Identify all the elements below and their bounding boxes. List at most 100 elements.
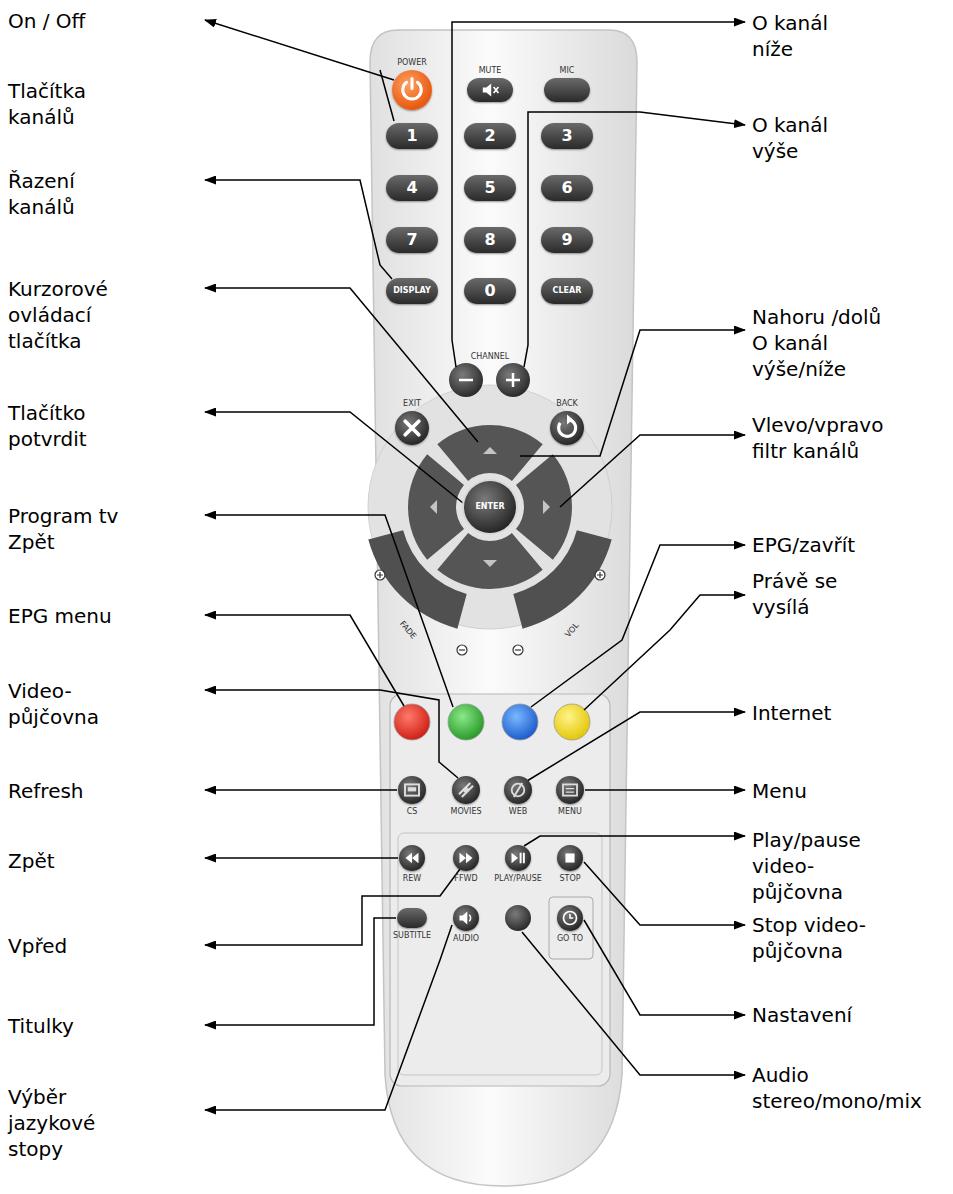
channel-minus-button: [449, 363, 483, 397]
button-text: CLEAR: [553, 287, 582, 295]
dpad-arrow: [543, 500, 550, 514]
dpad-arrow: [430, 500, 437, 514]
remote-button: MUTE: [467, 78, 513, 102]
remote-button: 0: [464, 278, 516, 304]
fade-rocker: [368, 530, 466, 628]
button-text: 9: [561, 232, 572, 248]
leader-line: [584, 920, 745, 1015]
icon-part: [408, 787, 416, 791]
remote-button: CS: [398, 776, 426, 804]
remote-button: PLAY/PAUSE: [505, 845, 531, 871]
callout-label: Audio stereo/mono/mix: [752, 1062, 892, 1114]
plus-symbol: [375, 570, 385, 580]
icon-part: [521, 853, 524, 863]
dpad-left: [408, 454, 464, 559]
remote-button: 9: [541, 227, 593, 253]
icon-part: [405, 784, 419, 795]
callout-label: Řazení kanálů: [8, 168, 133, 220]
button-panel: [390, 694, 610, 1086]
remote-button: STOP: [557, 845, 583, 871]
callout-label: Video-půjčovna: [8, 678, 133, 730]
leader-lines: [205, 20, 745, 1110]
button-caption: STOP: [559, 874, 580, 883]
icon-part: [410, 78, 413, 88]
button-icon: [395, 411, 429, 445]
minus-icon: [459, 379, 473, 382]
button-caption: MOVIES: [450, 807, 481, 816]
leader-line: [205, 180, 392, 279]
dpad-arrow: [483, 447, 497, 454]
button-caption: CHANNEL: [471, 352, 510, 361]
button-caption: MENU: [558, 807, 582, 816]
plus-icon: [506, 373, 520, 387]
button-text: 0: [484, 283, 495, 299]
leader-line: [524, 112, 745, 367]
leader-line: [205, 288, 478, 442]
button-text: 2: [484, 128, 495, 144]
callout-label: Výběr jazykové stopy: [8, 1084, 133, 1162]
remote-button: 5: [464, 175, 516, 201]
leader-line: [531, 545, 745, 707]
remote-button: BACK: [550, 411, 584, 445]
dpad-arrow: [483, 560, 497, 567]
icon-part: [460, 853, 473, 863]
button-text: ENTER: [475, 503, 504, 511]
remote-button: AUDIO: [453, 905, 479, 931]
remote-button: 4: [386, 175, 438, 201]
button-caption: MIC: [560, 66, 575, 75]
button-text: DISPLAY: [393, 287, 431, 295]
dpad-base: [368, 385, 612, 629]
minus-symbol: [457, 645, 467, 655]
button-caption: EXIT: [403, 399, 421, 408]
button-text: 8: [484, 232, 495, 248]
remote-button: ENTER: [464, 481, 516, 533]
callout-label: Zpět: [8, 848, 133, 874]
playback-frame: [398, 833, 602, 1075]
button-icon: [398, 776, 426, 804]
button-icon: [557, 845, 583, 871]
button-icon: [453, 905, 479, 931]
button-icon: [452, 776, 480, 804]
callout-label: EPG menu: [8, 603, 133, 629]
remote-button: WEB: [504, 776, 532, 804]
remote-button: EXIT: [395, 411, 429, 445]
minus-symbol: [515, 649, 521, 650]
remote-button: POWER: [392, 70, 432, 110]
button-text: 3: [561, 128, 572, 144]
leader-line: [205, 857, 398, 859]
leader-line: [520, 330, 745, 456]
icon-part: [563, 784, 577, 795]
callout-label: Tlačítko potvrdit: [8, 400, 133, 452]
minus-symbol: [459, 649, 465, 650]
callout-label: Play/pause video-půjčovna: [752, 827, 892, 905]
leader-line: [205, 925, 452, 1110]
button-icon: [392, 70, 432, 110]
leader-line: [524, 836, 745, 846]
callout-label: Nahoru /dolů O kanál výše/níže: [752, 304, 884, 382]
leader-line: [560, 435, 745, 507]
vol-rocker: [513, 530, 611, 628]
button-icon: [550, 411, 584, 445]
red-button: [394, 704, 430, 740]
leader-line: [584, 595, 745, 710]
icon-part: [460, 912, 468, 925]
button-text: 4: [406, 180, 417, 196]
vol-rocker-group: [513, 530, 611, 628]
remote-button: FFWD: [453, 845, 479, 871]
callout-label: Kurzorové ovládací tlačítka: [8, 276, 133, 354]
leader-line: [452, 22, 745, 367]
button-caption: POWER: [397, 58, 427, 67]
button-icon: [505, 845, 531, 871]
icon-part: [512, 784, 525, 797]
blank-button: [505, 905, 531, 931]
plus-symbol: [595, 570, 605, 580]
dpad-down: [437, 533, 542, 589]
callout-label: Internet: [752, 700, 892, 726]
icon-part: [483, 83, 491, 96]
callout-label: EPG/zavřít: [752, 532, 892, 558]
button-icon: [453, 845, 479, 871]
button-caption: MUTE: [479, 66, 502, 75]
button-caption: SUBTITLE: [393, 931, 431, 940]
remote-button: REW: [399, 845, 425, 871]
button-text: 5: [484, 180, 495, 196]
